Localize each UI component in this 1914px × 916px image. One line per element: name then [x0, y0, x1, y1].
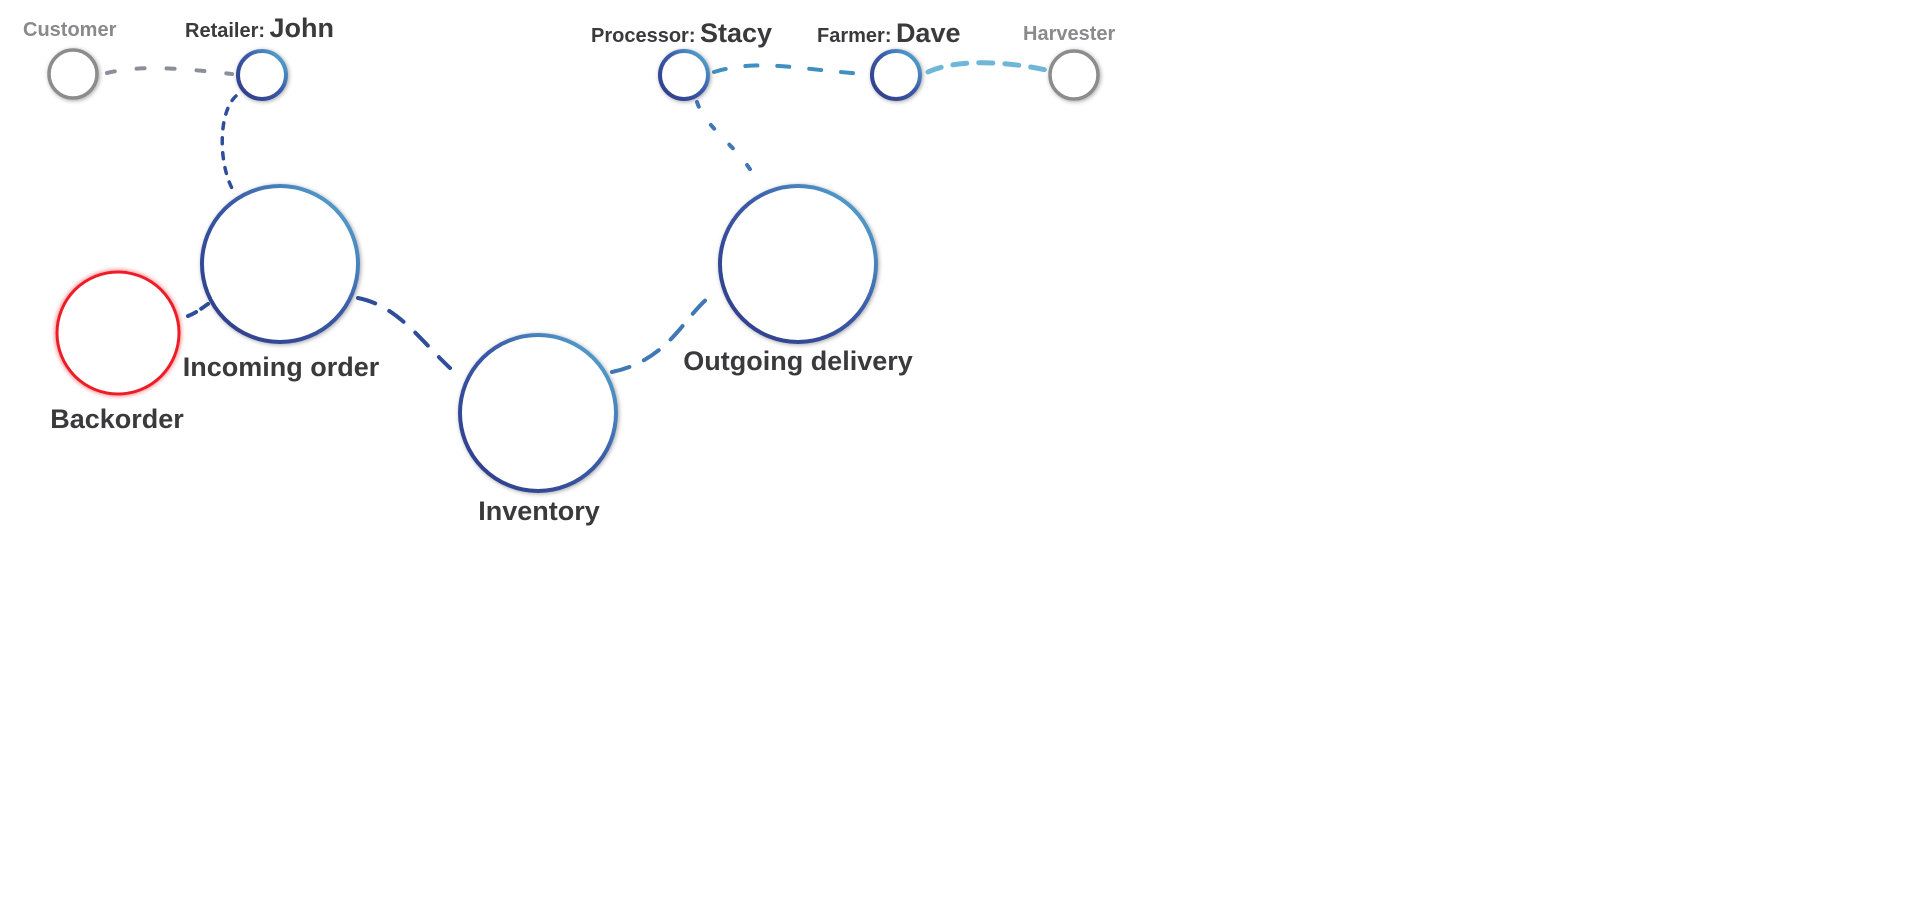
processor-label: Processor: Stacy — [591, 20, 772, 47]
link-inventory-outgoing-delivery — [610, 296, 710, 374]
backorder-label: Backorder — [50, 404, 184, 434]
retailer-label: Retailer: John — [185, 15, 334, 42]
incoming-order-node — [200, 184, 360, 344]
retailer-node — [236, 49, 288, 101]
link-customer-retailer — [105, 66, 234, 76]
harvester-label: Harvester — [1023, 23, 1116, 45]
farmer-label: Farmer: Dave — [817, 20, 960, 47]
inventory-node — [458, 333, 618, 493]
farmer-node — [870, 49, 922, 101]
processor-name: Stacy — [699, 18, 773, 48]
connectors — [105, 60, 1049, 374]
link-retailer-incoming-order — [220, 94, 238, 194]
customer-node — [47, 48, 99, 100]
retailer-name: John — [269, 13, 334, 43]
outgoing-delivery-label: Outgoing delivery — [683, 346, 913, 376]
retailer-role: Retailer: — [185, 20, 266, 42]
nodes — [47, 48, 1100, 493]
incoming-order-label: Incoming order — [182, 352, 380, 382]
backorder-node — [55, 270, 181, 396]
link-farmer-harvester — [925, 60, 1049, 75]
link-processor-farmer — [712, 63, 868, 76]
harvester-node — [1048, 49, 1100, 101]
inventory-label: Inventory — [478, 496, 600, 526]
farmer-role: Farmer: — [817, 25, 892, 47]
farmer-name: Dave — [895, 18, 961, 48]
processor-role: Processor: — [591, 25, 696, 47]
link-backorder-incoming-order — [186, 302, 210, 318]
customer-label: Customer — [23, 19, 117, 41]
link-processor-outgoing-delivery — [695, 100, 760, 186]
link-incoming-order-inventory — [356, 296, 452, 370]
outgoing-delivery-node — [718, 184, 878, 344]
processor-node — [658, 49, 710, 101]
